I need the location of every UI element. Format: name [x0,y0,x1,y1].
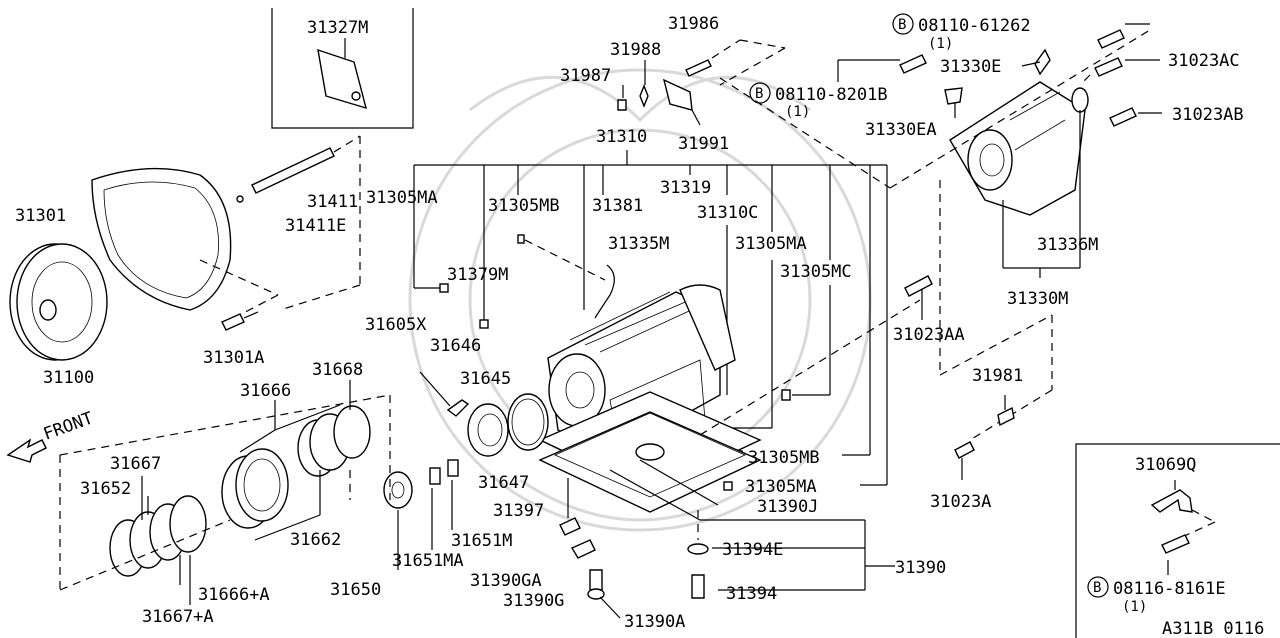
label-31301: 31301 [15,206,66,226]
label-31651m: 31651M [451,531,512,551]
label-31991: 31991 [678,134,729,154]
label-31023a: 31023A [930,492,991,512]
label-31336m: 31336M [1037,235,1098,255]
label-31335m: 31335M [608,234,669,254]
label-31023aa: 31023AA [893,325,965,345]
label-31394: 31394 [726,584,777,604]
label-31650: 31650 [330,580,381,600]
label-31327m: 31327M [307,18,368,38]
label-31023ab: 31023AB [1172,105,1244,125]
label-bolt-qty-1: (1) [928,36,953,52]
label-31986: 31986 [668,14,719,34]
bolt-part-31301a [221,311,259,331]
shaft-part [236,135,361,311]
label-31411e: 31411E [285,216,346,236]
front-arrow-icon [6,438,47,463]
bolt-badges [749,13,1109,598]
badge-letter-3: B [1093,580,1101,596]
label-31666a: 31666+A [198,585,270,605]
converter-housing-part [91,167,279,321]
label-31305mb-1: 31305MB [488,196,560,216]
label-31390j: 31390J [757,497,818,517]
top-small-parts [617,39,786,126]
part-number-labels: 31327M 31986 31988 31987 31991 31310 313… [15,14,1264,638]
label-31390: 31390 [895,558,946,578]
label-bolt-08110-8201b: 08110-8201B [775,85,888,105]
diagram-code: A311B 0116 [1162,619,1264,638]
label-31668: 31668 [312,360,363,380]
label-31667a: 31667+A [142,607,214,627]
label-31646: 31646 [430,336,481,356]
label-31390g: 31390G [503,591,564,611]
leader-lines-clutch [59,380,453,605]
label-31305ma-1: 31305MA [366,188,438,208]
label-bolt-qty-2: (1) [785,104,810,120]
label-31319: 31319 [660,178,711,198]
label-31394e: 31394E [722,540,783,560]
label-31305mb-2: 31305MB [748,448,820,468]
label-31330m: 31330M [1007,289,1068,309]
extension-housing-part [949,81,1089,216]
label-31381: 31381 [592,196,643,216]
inset-box-31069q [1075,443,1280,638]
label-31411: 31411 [307,192,358,212]
label-31390ga: 31390GA [470,571,542,591]
label-front: FRONT [41,408,96,444]
label-31305ma-3: 31305MA [745,477,817,497]
label-31100: 31100 [43,368,94,388]
label-31647: 31647 [478,473,529,493]
label-31988: 31988 [610,40,661,60]
label-31301a: 31301A [203,348,264,368]
seal-parts [419,371,549,457]
label-31069q: 31069Q [1135,455,1196,475]
label-31667: 31667 [110,454,161,474]
label-31981: 31981 [972,366,1023,386]
label-31330e: 31330E [940,57,1001,77]
inset-box-31327m [271,8,414,129]
rear-bolts [837,23,1162,480]
label-bolt-qty-3: (1) [1122,599,1147,615]
torque-converter-part [9,243,108,361]
label-31310c: 31310C [697,203,758,223]
label-31397: 31397 [493,501,544,521]
clutch-pack-parts [109,405,459,577]
label-31023ac: 31023AC [1168,51,1240,71]
label-31390a: 31390A [624,612,685,632]
label-31305ma-2: 31305MA [735,234,807,254]
label-31652: 31652 [80,479,131,499]
label-31379m: 31379M [447,265,508,285]
label-31605x: 31605X [365,315,427,335]
pipe-part [594,264,615,319]
badge-letter-1: B [898,17,906,33]
label-31330ea: 31330EA [865,120,937,140]
label-bolt-08110-61262: 08110-61262 [918,16,1031,36]
label-bolt-08116-8161e: 08116-8161E [1113,579,1226,599]
badge-letter-2: B [755,86,763,102]
label-31310: 31310 [596,127,647,147]
label-31987: 31987 [560,66,611,86]
label-31645: 31645 [460,369,511,389]
drain-parts [559,478,621,619]
oil-pan-part [538,391,762,513]
label-31666: 31666 [240,381,291,401]
leader-lines-31390 [609,459,895,599]
label-31305mc: 31305MC [780,262,852,282]
label-31662: 31662 [290,530,341,550]
label-31651ma: 31651MA [392,551,464,571]
